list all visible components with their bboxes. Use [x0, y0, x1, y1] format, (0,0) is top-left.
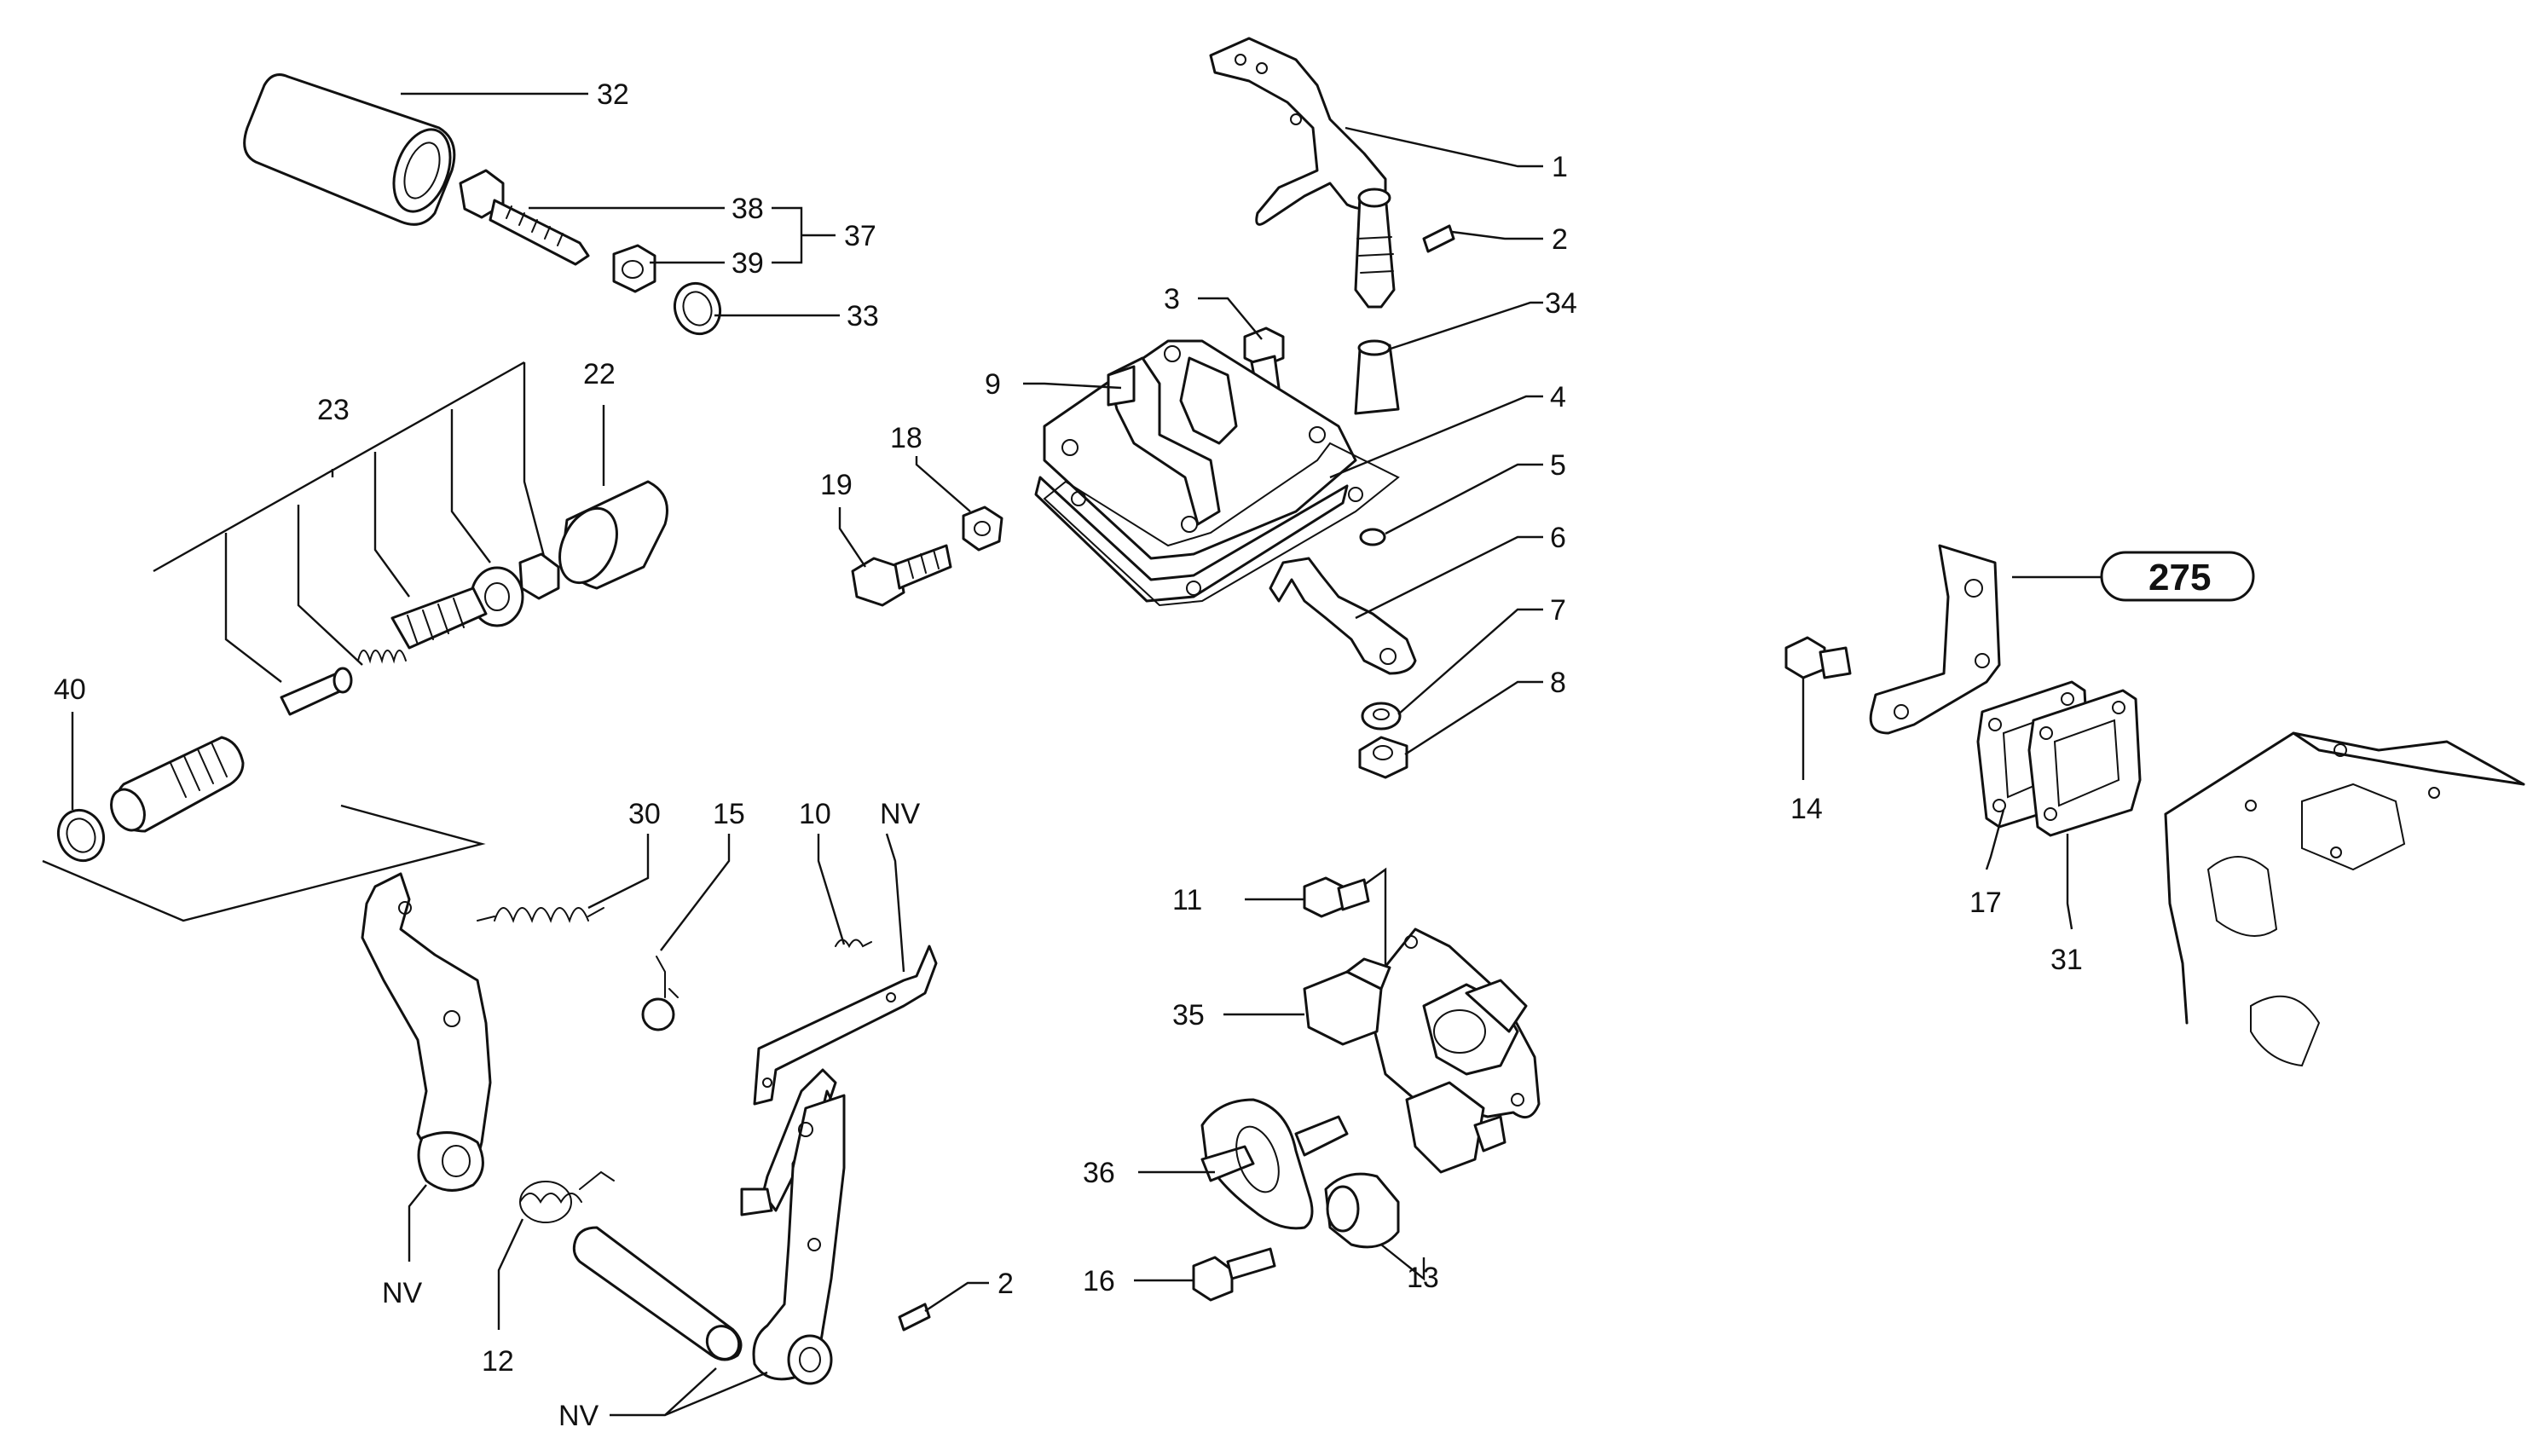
callout-9: 9	[985, 368, 1001, 401]
part-10-spring	[835, 939, 872, 949]
part-23-plunger	[110, 736, 245, 833]
callout-5: 5	[1550, 449, 1566, 482]
callout-32: 32	[597, 78, 629, 111]
callout-37: 37	[844, 220, 876, 252]
part-23-spring	[357, 650, 407, 664]
callout-18: 18	[890, 422, 922, 454]
part-33-clip	[674, 281, 721, 336]
part-23-pin	[280, 667, 353, 716]
part-13-bushing	[1324, 1172, 1400, 1249]
part-22-bushing	[558, 480, 668, 590]
callout-31: 31	[2050, 944, 2083, 976]
part-8-nut	[1358, 736, 1408, 779]
part-15-clip	[641, 956, 679, 1031]
part-16-bolt	[1192, 1247, 1276, 1302]
part-18-nut	[962, 506, 1003, 552]
link-rod	[753, 945, 938, 1106]
part-39-nut	[612, 244, 656, 293]
callout-11: 11	[1172, 884, 1202, 916]
callout-38: 38	[732, 193, 764, 225]
part-23-nut	[518, 552, 560, 600]
callout-17: 17	[1969, 887, 2002, 919]
part-14-bolt	[1784, 636, 1852, 679]
reference-badge-275: 275	[2100, 551, 2255, 602]
callout-nv-top: NV	[880, 798, 921, 830]
part-11-bolt	[1303, 876, 1370, 918]
part-19-bolt	[851, 544, 952, 607]
part-34-bushing	[1354, 339, 1400, 415]
part-38-bolt	[459, 169, 590, 266]
callout-7: 7	[1550, 594, 1566, 627]
part-23-spring-seat	[390, 586, 488, 650]
part-9-cover-plate	[1034, 339, 1357, 603]
part-5-o-ring	[1359, 528, 1386, 546]
callout-16: 16	[1083, 1265, 1115, 1297]
part-31-gasket	[2027, 689, 2142, 837]
callout-36: 36	[1083, 1157, 1115, 1189]
callout-15: 15	[713, 798, 745, 830]
callout-22: 22	[583, 358, 616, 390]
callout-10: 10	[799, 798, 831, 830]
part-1-shift-fork	[1209, 37, 1396, 309]
part-40-clip	[57, 808, 105, 863]
callout-23: 23	[317, 394, 350, 426]
lever-arm-right	[740, 1068, 846, 1385]
callout-1: 1	[1552, 151, 1568, 183]
part-30-spring	[477, 907, 604, 923]
part-12-spring	[519, 1170, 615, 1223]
gearbox-housing-fragment	[2164, 731, 2525, 1067]
callout-2-top: 2	[1552, 223, 1568, 256]
callout-33: 33	[847, 300, 879, 332]
callout-6: 6	[1550, 522, 1566, 554]
callout-30: 30	[628, 798, 661, 830]
callout-19: 19	[820, 469, 853, 501]
callout-40: 40	[54, 673, 86, 706]
lever-arm-left	[361, 872, 492, 1192]
part-2-pin-bottom	[898, 1303, 931, 1332]
callout-13: 13	[1407, 1262, 1439, 1294]
callout-39: 39	[732, 247, 764, 280]
callout-35: 35	[1172, 999, 1205, 1031]
callout-4: 4	[1550, 381, 1566, 413]
callout-nv-bottom: NV	[558, 1400, 599, 1432]
part-32-sleeve	[243, 73, 456, 226]
part-2-pin-top	[1422, 224, 1455, 253]
callout-12: 12	[482, 1345, 514, 1378]
pin-shaft	[572, 1226, 743, 1361]
part-36-disc-shaft	[1200, 1098, 1349, 1230]
part-35-detent-block	[1303, 957, 1391, 1046]
part-4-gasket	[1043, 442, 1400, 607]
callout-nv-left: NV	[382, 1277, 423, 1309]
part-6-bracket	[1269, 557, 1417, 675]
callout-8: 8	[1550, 667, 1566, 699]
mounting-bracket	[1869, 544, 2001, 735]
callout-34: 34	[1545, 287, 1577, 320]
detent-mounting-plate	[1371, 927, 1541, 1174]
callout-2-bottom: 2	[998, 1268, 1014, 1300]
callout-3: 3	[1164, 283, 1180, 315]
callout-14: 14	[1790, 793, 1823, 825]
callout-275: 275	[2148, 557, 2211, 598]
part-7-washer	[1361, 702, 1402, 731]
